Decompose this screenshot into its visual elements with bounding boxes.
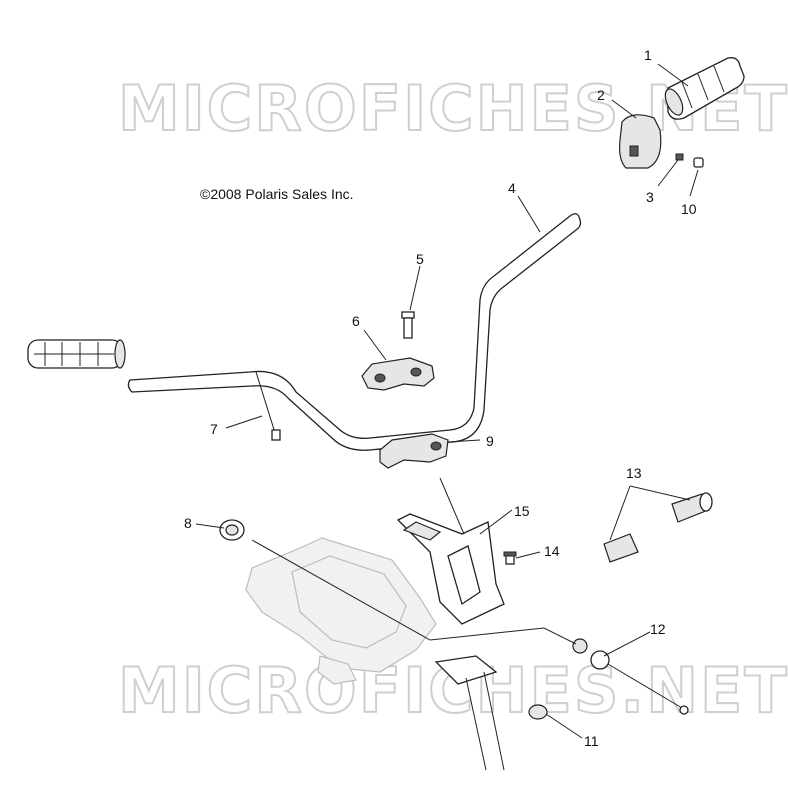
throttle-housing bbox=[619, 114, 662, 169]
callout-9: 9 bbox=[486, 433, 494, 449]
nut-part-11 bbox=[528, 704, 548, 720]
callout-11: 11 bbox=[584, 733, 599, 749]
callout-4: 4 bbox=[508, 180, 516, 196]
callout-14: 14 bbox=[544, 543, 560, 559]
cap-part-10 bbox=[693, 157, 704, 168]
upper-clamp bbox=[361, 357, 435, 391]
right-grip bbox=[664, 57, 745, 120]
callout-12: 12 bbox=[650, 621, 666, 637]
copyright-text: ©2008 Polaris Sales Inc. bbox=[200, 186, 354, 202]
callout-15: 15 bbox=[514, 503, 530, 519]
bolt-part-5 bbox=[401, 311, 415, 339]
callout-2: 2 bbox=[597, 87, 605, 103]
callout-6: 6 bbox=[352, 313, 360, 329]
callout-10: 10 bbox=[681, 201, 697, 217]
callout-8: 8 bbox=[184, 515, 192, 531]
callout-5: 5 bbox=[416, 251, 424, 267]
lower-clamp bbox=[379, 433, 449, 469]
steering-column bbox=[434, 655, 505, 771]
switch-covers-part-13 bbox=[603, 492, 713, 563]
callout-1: 1 bbox=[644, 47, 652, 63]
cable-tie bbox=[255, 371, 281, 441]
mount-bracket bbox=[396, 513, 505, 625]
left-grip bbox=[27, 339, 126, 369]
grommet-part-8 bbox=[219, 519, 245, 541]
callout-7: 7 bbox=[210, 421, 218, 437]
screw-part-3 bbox=[675, 153, 684, 161]
leader-lines bbox=[195, 63, 699, 739]
handlebar bbox=[127, 213, 582, 451]
callout-3: 3 bbox=[646, 189, 654, 205]
ignition-switch bbox=[572, 638, 689, 715]
callout-13: 13 bbox=[626, 465, 642, 481]
fastener-part-14 bbox=[503, 551, 517, 565]
